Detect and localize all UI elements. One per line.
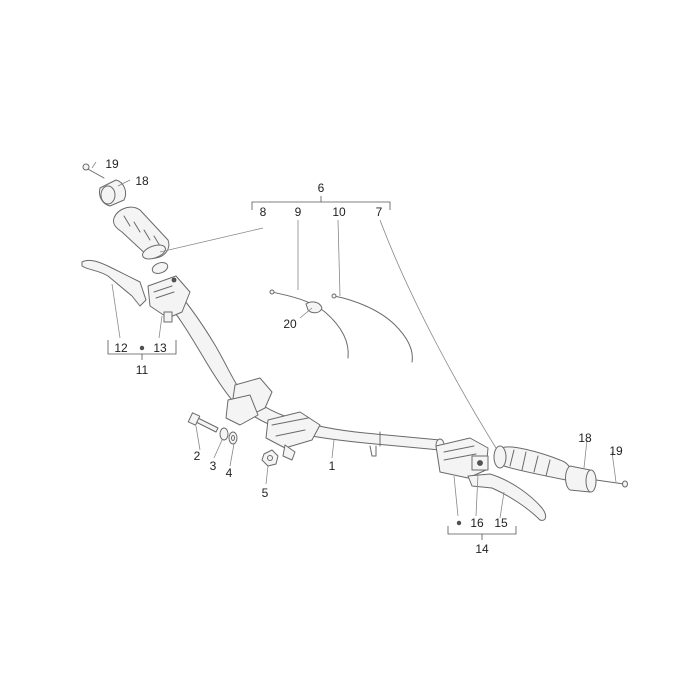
group-bracket-6 bbox=[251, 196, 391, 210]
callout-2: 2 bbox=[194, 449, 201, 463]
callout-9: 9 bbox=[295, 205, 302, 219]
callout-19-left: 19 bbox=[105, 157, 119, 171]
left-bar-end-screw bbox=[82, 163, 105, 179]
bullet-14 bbox=[456, 520, 462, 526]
throttle-cable-10 bbox=[331, 293, 413, 363]
callout-19-right: 19 bbox=[609, 444, 623, 458]
callout-18-left: 18 bbox=[135, 174, 149, 188]
right-master-cylinder bbox=[435, 437, 489, 479]
left-master-cylinder bbox=[147, 275, 191, 323]
left-bar-end-weight bbox=[99, 179, 127, 207]
right-bar-end-screw bbox=[595, 479, 628, 488]
callout-13: 13 bbox=[153, 341, 167, 355]
washer-3 bbox=[219, 427, 229, 441]
left-brake-lever bbox=[81, 259, 147, 307]
nut-5 bbox=[261, 449, 279, 467]
left-grip bbox=[113, 206, 170, 274]
right-grip bbox=[493, 445, 572, 481]
callout-20: 20 bbox=[283, 317, 297, 331]
callout-8: 8 bbox=[260, 205, 267, 219]
callout-15: 15 bbox=[494, 516, 508, 530]
callout-10: 10 bbox=[332, 205, 346, 219]
right-bar-end-weight bbox=[565, 465, 597, 493]
mounting-bolt bbox=[187, 412, 219, 433]
callout-4: 4 bbox=[226, 466, 233, 480]
group-bracket-11 bbox=[107, 340, 177, 360]
right-brake-lever bbox=[467, 473, 547, 521]
washer-4 bbox=[228, 431, 238, 445]
callout-12: 12 bbox=[114, 341, 128, 355]
leader-lines bbox=[91, 161, 617, 519]
callout-7: 7 bbox=[376, 205, 383, 219]
callout-6: 6 bbox=[318, 181, 325, 195]
callout-5: 5 bbox=[262, 486, 269, 500]
callout-18-right: 18 bbox=[578, 431, 592, 445]
throttle-cable-9 bbox=[269, 289, 349, 359]
callout-3: 3 bbox=[210, 459, 217, 473]
callout-11: 11 bbox=[136, 363, 149, 377]
bullet-11 bbox=[139, 345, 145, 351]
group-bracket-14 bbox=[447, 526, 517, 540]
callout-1: 1 bbox=[329, 459, 336, 473]
callout-16: 16 bbox=[470, 516, 484, 530]
callout-labels: 19 18 6 8 9 10 7 20 12 13 11 2 3 4 5 1 1… bbox=[105, 157, 623, 556]
riser-clamp bbox=[225, 377, 321, 461]
callout-14: 14 bbox=[475, 542, 489, 556]
